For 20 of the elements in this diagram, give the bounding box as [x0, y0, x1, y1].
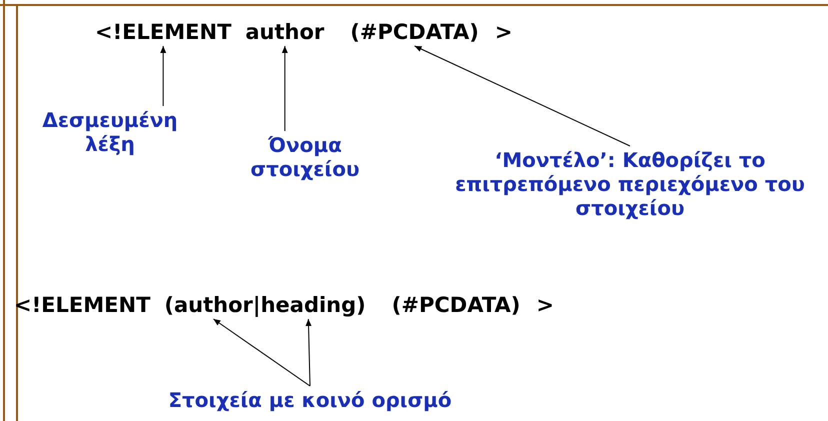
annotation-text: Όνομα στοιχείου	[225, 133, 385, 181]
code-token: (#PCDATA)	[350, 20, 479, 44]
code-token: (	[164, 293, 174, 317]
code-token: heading	[260, 293, 356, 317]
code-token: author	[174, 293, 253, 317]
code-token: |	[252, 293, 261, 317]
annotation-text: ‘Μοντέλο’: Καθορίζει το επιτρεπόμενο περιεχόμενο του στοιχείου	[430, 148, 828, 220]
leader-arrow	[282, 46, 288, 132]
code-token: )	[356, 293, 366, 317]
code-token: >	[494, 20, 513, 44]
code-token: <!ELEMENT	[95, 20, 232, 44]
code-token: author	[245, 20, 324, 44]
leader-arrow	[414, 46, 630, 146]
leader-arrow	[160, 46, 166, 106]
annotation-text: Δεσμευμένη λέξη	[20, 108, 200, 156]
annotation-text: Στοιχεία με κοινό ορισμό	[150, 388, 470, 412]
code-token: (#PCDATA)	[392, 293, 520, 317]
leader-arrow	[212, 318, 310, 386]
leader-arrow	[306, 318, 312, 386]
code-token: >	[536, 293, 554, 317]
